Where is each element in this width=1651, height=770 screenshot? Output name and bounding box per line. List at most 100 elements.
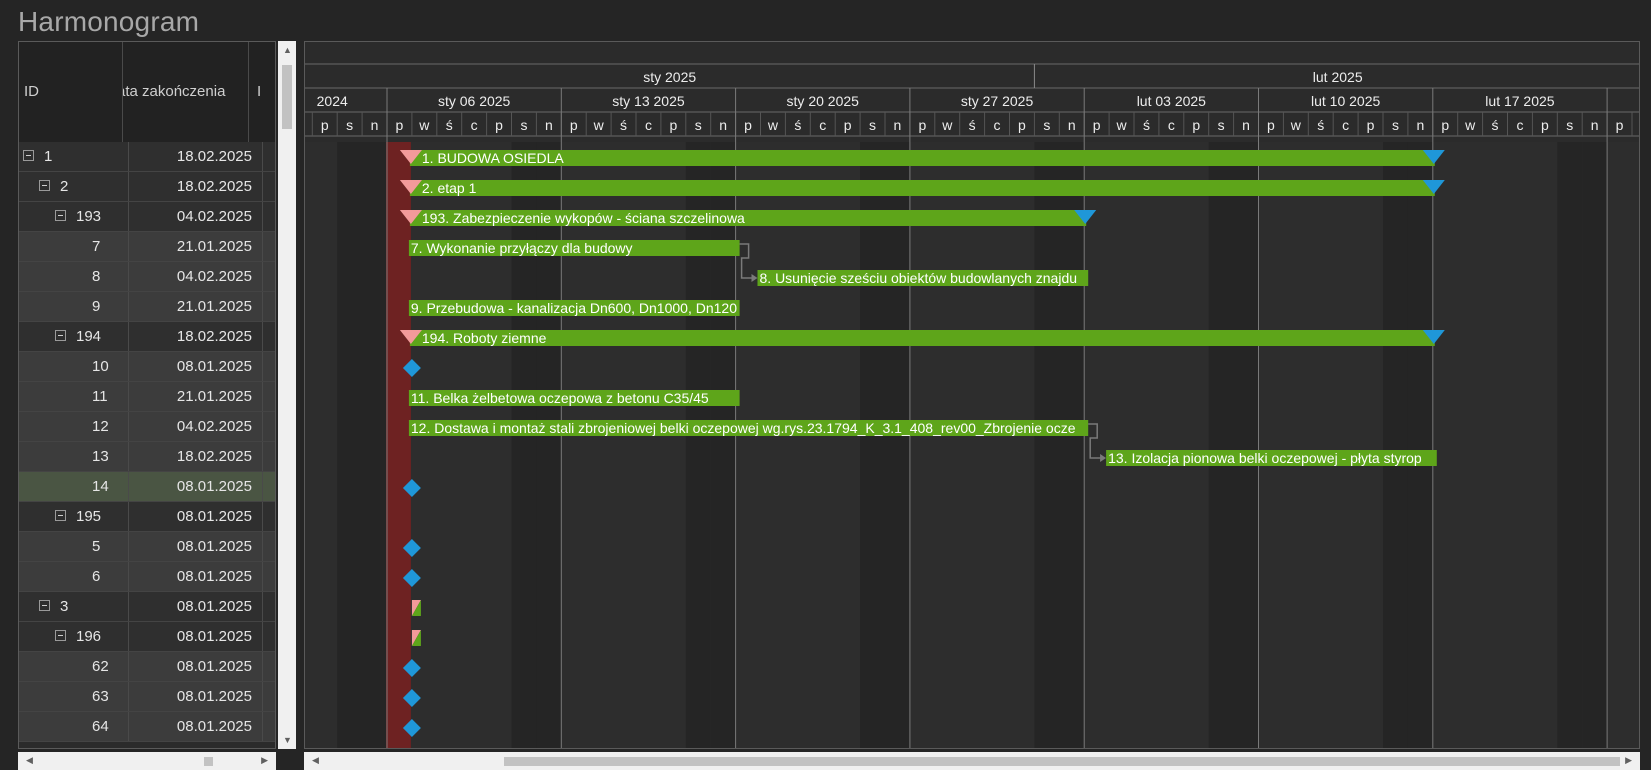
day-label: p bbox=[321, 117, 329, 133]
cell-end-date: 18.02.2025 bbox=[129, 142, 263, 171]
milestone-diamond bbox=[402, 479, 421, 497]
row-id: 64 bbox=[92, 718, 109, 735]
grid-row[interactable]: 8 04.02.2025 bbox=[19, 262, 275, 292]
scroll-right-icon[interactable]: ▶ bbox=[1625, 755, 1632, 765]
weekend-column bbox=[362, 142, 387, 748]
collapse-icon[interactable] bbox=[39, 600, 50, 611]
cell-id: 64 bbox=[19, 712, 129, 741]
week-label: lut 17 2025 bbox=[1485, 93, 1554, 109]
collapse-icon[interactable] bbox=[55, 330, 66, 341]
scroll-thumb[interactable] bbox=[204, 757, 213, 766]
cell-id: 193 bbox=[19, 202, 129, 231]
grid-header: ID ata zakończenia I bbox=[19, 42, 275, 143]
cell-end-date: 18.02.2025 bbox=[129, 322, 263, 351]
milestone-diamond bbox=[402, 719, 421, 737]
summary-start-marker bbox=[411, 630, 421, 646]
scroll-down-icon[interactable]: ▼ bbox=[283, 735, 292, 745]
dependency-arrow bbox=[751, 274, 758, 282]
cell-end-date: 21.01.2025 bbox=[129, 292, 263, 321]
day-label: s bbox=[869, 117, 876, 133]
scroll-right-icon[interactable]: ▶ bbox=[261, 755, 268, 765]
chart-horizontal-scrollbar[interactable]: ◀ ▶ bbox=[304, 752, 1640, 770]
collapse-icon[interactable] bbox=[39, 180, 50, 191]
row-id: 8 bbox=[92, 268, 101, 285]
summary-end-marker bbox=[1422, 150, 1445, 164]
row-id: 194 bbox=[76, 328, 102, 345]
summary-end-marker bbox=[1074, 210, 1097, 224]
day-label: p bbox=[1367, 117, 1375, 133]
grid-row[interactable]: 195 08.01.2025 bbox=[19, 502, 275, 532]
cell-id: 194 bbox=[19, 322, 129, 351]
summary-bar bbox=[411, 600, 421, 616]
cell-end-date: 08.01.2025 bbox=[129, 502, 263, 531]
summary-start-marker bbox=[399, 150, 422, 164]
day-label: s bbox=[695, 117, 702, 133]
day-label: ś bbox=[969, 117, 976, 133]
grid-horizontal-scrollbar[interactable]: ◀ ▶ bbox=[18, 752, 276, 770]
day-label: p bbox=[1441, 117, 1449, 133]
day-label: n bbox=[1068, 117, 1076, 133]
day-label: c bbox=[994, 117, 1001, 133]
column-header-end-date[interactable]: ata zakończenia bbox=[123, 42, 249, 142]
cell-end-date: 04.02.2025 bbox=[129, 262, 263, 291]
day-label: w bbox=[1115, 117, 1127, 133]
row-id: 195 bbox=[76, 508, 102, 525]
day-label: c bbox=[645, 117, 652, 133]
week-label: lut 10 2025 bbox=[1311, 93, 1380, 109]
bar-label: 11. Belka żelbetowa oczepowa z betonu C3… bbox=[411, 390, 709, 406]
day-label: p bbox=[396, 117, 404, 133]
cell-end-date: 08.01.2025 bbox=[129, 352, 263, 381]
scroll-thumb[interactable] bbox=[504, 757, 1620, 766]
summary-bar bbox=[409, 150, 1435, 166]
collapse-icon[interactable] bbox=[23, 150, 34, 161]
scroll-left-icon[interactable]: ◀ bbox=[312, 755, 319, 765]
milestone-diamond bbox=[402, 569, 421, 587]
milestone-diamond bbox=[402, 359, 421, 377]
grid-vertical-scrollbar[interactable]: ▲ ▼ bbox=[278, 41, 296, 749]
collapse-icon[interactable] bbox=[55, 210, 66, 221]
weekend-column bbox=[1059, 142, 1085, 748]
collapse-icon[interactable] bbox=[55, 510, 66, 521]
column-header-next[interactable]: I bbox=[257, 83, 262, 100]
cell-id: 14 bbox=[19, 472, 129, 501]
cell-id: 2 bbox=[19, 172, 129, 201]
day-label: p bbox=[844, 117, 852, 133]
day-label: ś bbox=[794, 117, 801, 133]
scroll-up-icon[interactable]: ▲ bbox=[283, 45, 292, 55]
row-id: 193 bbox=[76, 208, 102, 225]
column-header-id[interactable]: ID bbox=[19, 42, 123, 142]
collapse-icon[interactable] bbox=[55, 630, 66, 641]
today-marker bbox=[386, 142, 411, 748]
milestone-diamond bbox=[402, 689, 421, 707]
scroll-thumb[interactable] bbox=[282, 65, 292, 129]
row-id: 62 bbox=[92, 658, 109, 675]
grid-row[interactable]: 194 18.02.2025 bbox=[19, 322, 275, 352]
cell-end-date: 18.02.2025 bbox=[129, 172, 263, 201]
day-label: w bbox=[1290, 117, 1302, 133]
cell-id: 9 bbox=[19, 292, 129, 321]
day-label: s bbox=[346, 117, 353, 133]
week-label: lut 03 2025 bbox=[1137, 93, 1206, 109]
scroll-left-icon[interactable]: ◀ bbox=[26, 755, 33, 765]
cell-end-date: 08.01.2025 bbox=[129, 682, 263, 711]
summary-bar bbox=[409, 210, 1087, 226]
bar-label: 2. etap 1 bbox=[422, 180, 477, 196]
